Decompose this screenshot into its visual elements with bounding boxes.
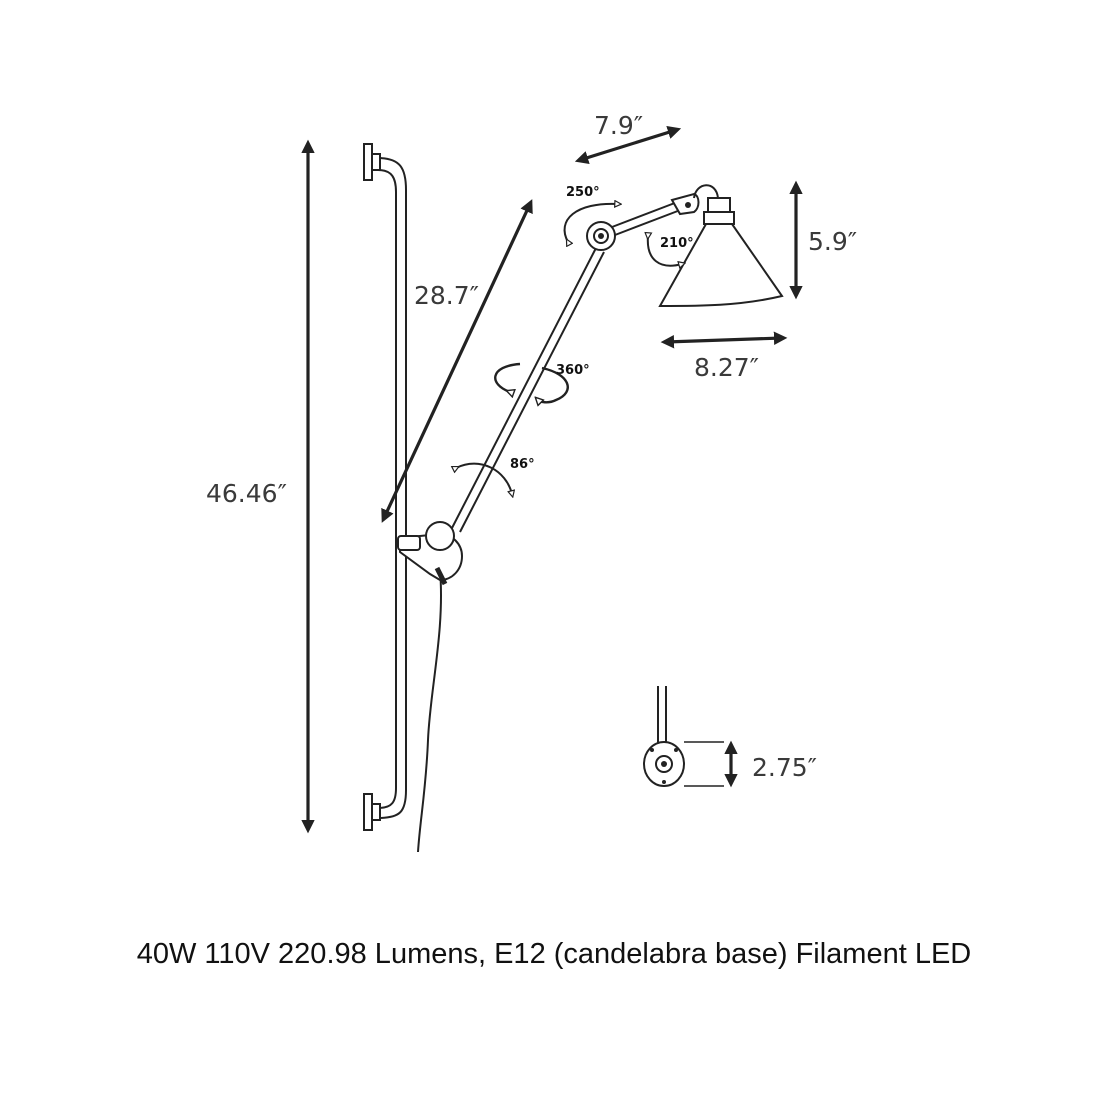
arm-tilt-label: 86° <box>510 457 535 472</box>
upper-arm <box>611 192 700 236</box>
arm-length-label: 28.7″ <box>414 281 479 310</box>
shade-height-label: 5.9″ <box>808 227 857 256</box>
lamp-shade <box>658 184 784 308</box>
overall-height-label: 46.46″ <box>206 479 287 508</box>
power-cord <box>417 569 443 853</box>
bulb-spec-caption: 40W 110V 220.98 Lumens, E12 (candelabra … <box>136 938 972 970</box>
arm-length-arrow <box>381 199 533 523</box>
base-plate-label: 2.75″ <box>752 753 817 782</box>
tilt-arrow <box>456 462 512 494</box>
elbow-rotation-arrow <box>563 204 618 242</box>
rail-clamp <box>397 521 464 586</box>
elbow-rotation-label: 250° <box>566 185 600 200</box>
elbow-joint <box>586 221 616 251</box>
shade-diameter-arrow <box>660 331 788 349</box>
top-bracket <box>363 143 373 181</box>
swivel-arrow <box>494 362 569 402</box>
shade-rotation-label: 210° <box>660 236 694 251</box>
bottom-bracket <box>363 793 373 831</box>
shade-diameter-label: 8.27″ <box>694 353 759 382</box>
upper-arm-arrow <box>574 125 682 165</box>
arm-swivel-label: 360° <box>556 363 590 378</box>
base-plate-detail <box>643 686 724 787</box>
shade-rotation-arrow <box>648 236 682 266</box>
upper-arm-label: 7.9″ <box>594 111 643 140</box>
